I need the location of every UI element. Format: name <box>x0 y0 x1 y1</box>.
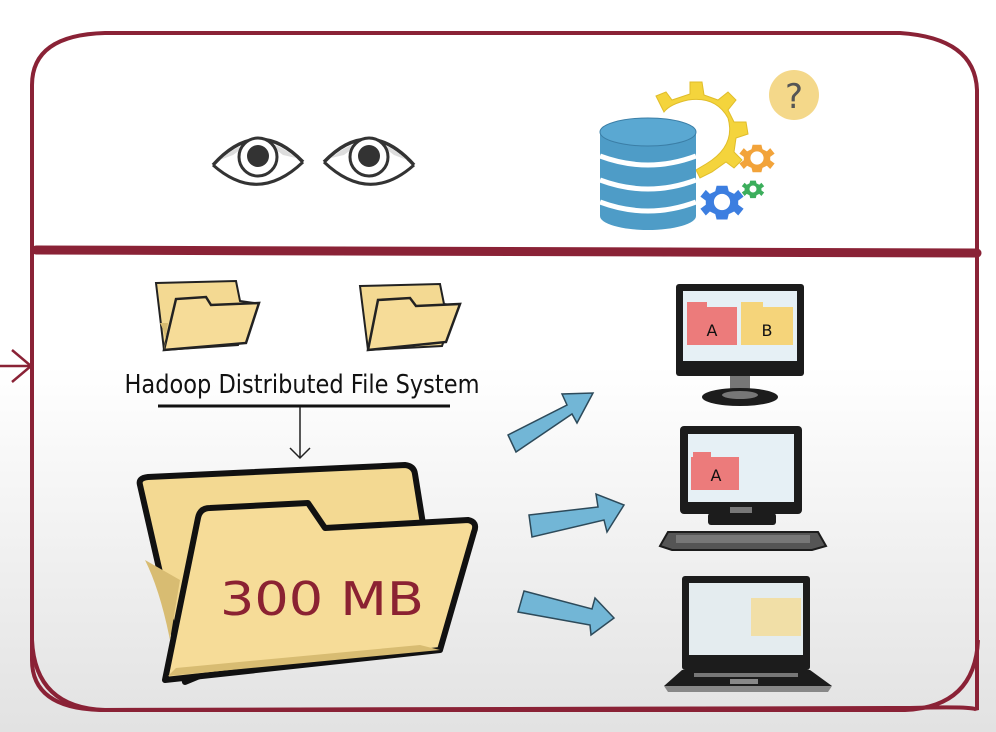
big-folder-label: 300 MB <box>220 572 424 626</box>
node-laptop <box>664 576 832 692</box>
outer-frame <box>30 31 979 713</box>
node-desktop: A <box>658 426 828 551</box>
question-mark: ? <box>785 77 803 117</box>
node-monitor: A B <box>676 284 804 406</box>
entry-arrow-icon <box>0 349 33 383</box>
question-icon: ? <box>769 70 819 120</box>
database-icon <box>599 117 697 230</box>
block-a-folder: A <box>687 302 737 345</box>
outer-frame-bottom <box>30 639 980 712</box>
down-arrow-icon <box>289 407 311 460</box>
arrow-icon-to-laptop <box>517 590 616 637</box>
gear-icon-blue <box>700 185 744 220</box>
eye-icon-right <box>322 136 416 186</box>
block-label: A <box>707 321 718 340</box>
block-b-folder: B <box>741 302 793 345</box>
folder-icon-small-right <box>358 282 462 352</box>
gear-icon-orange <box>739 144 775 173</box>
arrow-icon-to-monitor <box>507 392 595 454</box>
folder-icon-large: 300 MB <box>136 462 479 685</box>
gear-icon-yellow <box>655 81 749 179</box>
section-divider <box>31 245 982 258</box>
hdfs-label: Hadoop Distributed File System <box>125 370 480 400</box>
folder-icon-small-left <box>154 279 261 352</box>
block-label: B <box>762 321 773 340</box>
eye-icon-left <box>211 136 305 186</box>
arrow-icon-to-desktop <box>528 492 626 538</box>
gear-icon-green <box>741 180 765 199</box>
block-label: A <box>711 466 722 485</box>
block-a-folder: A <box>691 452 739 490</box>
